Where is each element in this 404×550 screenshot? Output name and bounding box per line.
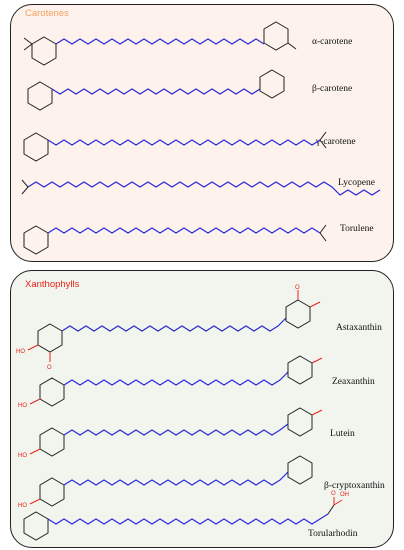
epsilon-ring (263, 21, 289, 51)
molecule-beta-carotene (27, 69, 285, 111)
atom-label-ho: HO (18, 403, 27, 409)
atom-label-ho: HO (18, 503, 27, 509)
hydroxyl-bond (29, 448, 41, 455)
molecule-name-beta-cryptoxanthin: β-cryptoxanthin (324, 481, 385, 491)
molecule-beta-cryptoxanthin (29, 455, 313, 507)
atom-label-oh: OH (340, 492, 349, 498)
molecule-torulene (23, 224, 327, 255)
molecule-name-gamma-carotene: γ-carotene (316, 137, 356, 147)
molecule-name-lutein: Lutein (330, 429, 355, 439)
polyene-chain (63, 471, 289, 486)
hydroxyl-bond (29, 498, 41, 505)
terminal-methyl (21, 186, 29, 195)
carotenes-panel: Carotenes (10, 4, 394, 262)
polyene-chain (51, 88, 261, 95)
beta-ionone-ring (23, 511, 49, 541)
polyene-chain (63, 371, 289, 386)
terminal-methyl (319, 224, 327, 234)
polyene-chain (47, 227, 321, 234)
hydroxy-ring (39, 427, 65, 457)
terminal-methyl (21, 179, 29, 188)
hydroxy-ring (39, 477, 65, 507)
atom-label-o: O (47, 365, 52, 371)
atom-label-ho: HO (16, 349, 25, 355)
hydroxyl-bond (333, 499, 343, 506)
keto-hydroxy-ring (285, 299, 311, 329)
terminal-methyl (319, 131, 327, 141)
molecule-torularhodin (23, 497, 343, 541)
molecule-name-alpha-carotene: α-carotene (312, 37, 353, 47)
polyene-chain (27, 181, 381, 196)
hydroxyl-bond (309, 301, 321, 308)
polyene-chain (47, 139, 321, 146)
molecule-gamma-carotene (23, 131, 327, 162)
ring-methyl (23, 37, 33, 45)
molecule-name-torularhodin: Torularhodin (308, 529, 358, 539)
hydroxyl-bond (311, 409, 323, 416)
molecule-name-lycopene: Lycopene (338, 178, 375, 188)
xanthophylls-panel: Xanthophylls (10, 270, 394, 548)
molecule-zeaxanthin (29, 355, 323, 407)
carboxyl-bond (327, 504, 335, 515)
molecule-lycopene (21, 179, 381, 196)
ring-methyl (287, 42, 297, 50)
polyene-chain (55, 38, 265, 45)
beta-ionone-ring (287, 455, 313, 485)
terminal-methyl (319, 232, 327, 242)
carotenes-title: Carotenes (25, 8, 69, 19)
atom-label-o: O (331, 491, 336, 497)
xanthophylls-title: Xanthophylls (25, 279, 80, 290)
polyene-chain (47, 513, 329, 525)
molecule-name-astaxanthin: Astaxanthin (336, 323, 382, 333)
beta-ionone-ring (31, 36, 57, 66)
hydroxy-ring (287, 407, 313, 437)
keto-hydroxy-ring (37, 323, 63, 353)
hydroxyl-bond (29, 398, 41, 405)
polyene-chain (61, 317, 287, 332)
beta-ionone-ring (259, 69, 285, 99)
molecule-alpha-carotene (23, 21, 297, 66)
hydroxy-ring (287, 355, 313, 385)
molecule-name-zeaxanthin: Zeaxanthin (332, 377, 375, 387)
ring-methyl (23, 43, 33, 51)
beta-ionone-ring (23, 132, 49, 162)
beta-ionone-ring (27, 81, 53, 111)
beta-ionone-ring (23, 225, 49, 255)
molecule-lutein (29, 407, 323, 457)
atom-label-ho: HO (18, 453, 27, 459)
molecule-name-torulene: Torulene (340, 224, 374, 234)
hydroxy-ring (39, 377, 65, 407)
polyene-chain (63, 423, 289, 436)
molecule-name-beta-carotene: β-carotene (312, 84, 353, 94)
terminal-methyl (319, 139, 327, 149)
hydroxyl-bond (27, 344, 39, 351)
molecule-astaxanthin (27, 290, 321, 362)
hydroxyl-bond (311, 357, 323, 364)
atom-label-o: O (295, 285, 300, 291)
